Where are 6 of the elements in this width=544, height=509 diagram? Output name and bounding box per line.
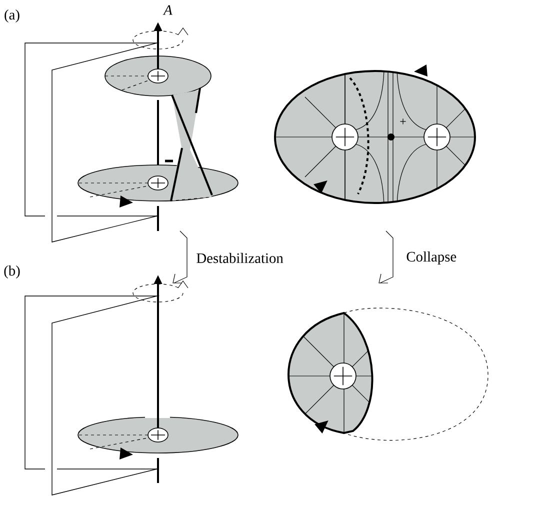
sign-label: +: [400, 118, 406, 124]
panel-label: (a): [4, 9, 20, 23]
axis-label: A: [162, 5, 172, 15]
panel-label: (b): [4, 265, 20, 279]
move-label: Collapse: [406, 251, 456, 265]
move-label: Destabilization: [196, 252, 284, 264]
